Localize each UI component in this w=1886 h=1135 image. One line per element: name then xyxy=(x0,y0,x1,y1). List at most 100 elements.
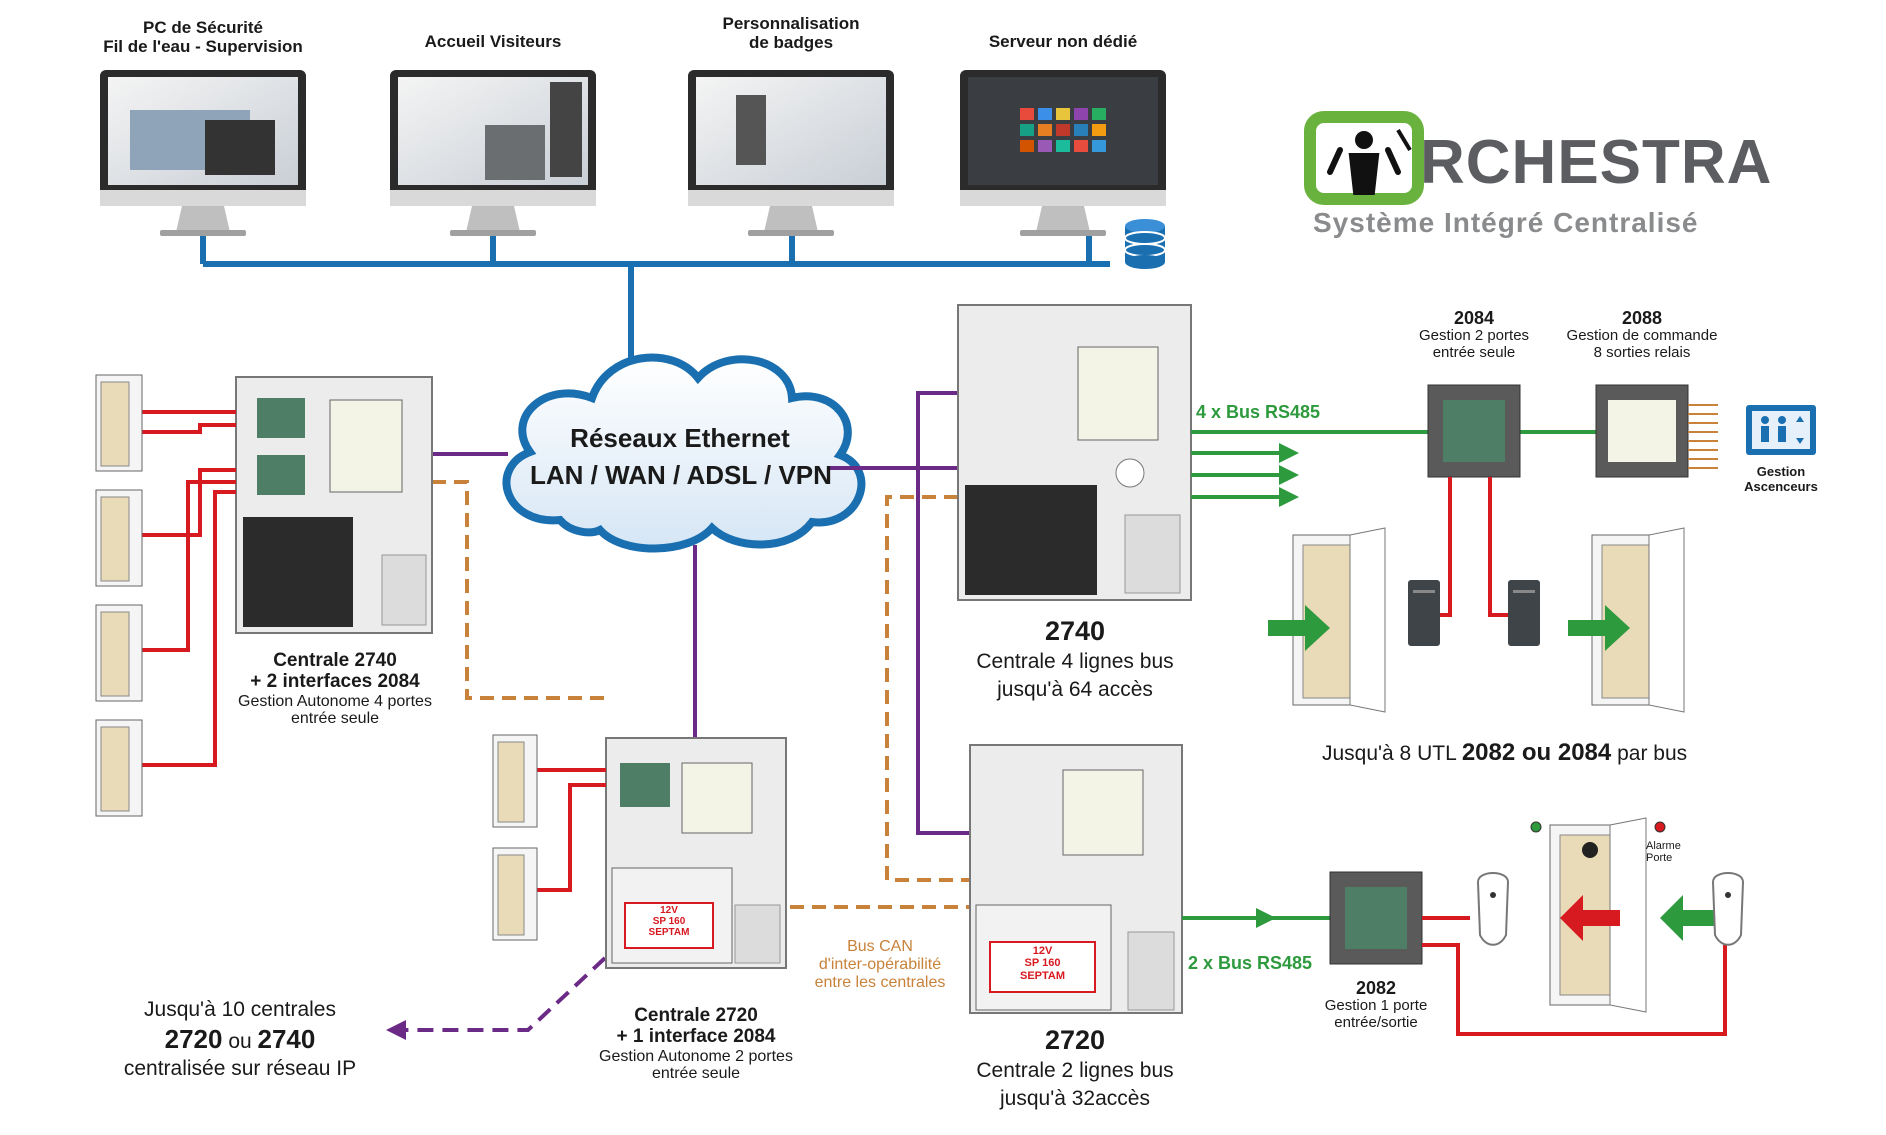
utl-mid: ou xyxy=(1515,739,1558,766)
centralized-mid: ou xyxy=(222,1029,258,1053)
ip-centralization-arrow xyxy=(386,956,607,1040)
proximity-reader-1 xyxy=(1476,872,1510,946)
card-reader-1 xyxy=(1408,580,1440,646)
module-2088-desc2: 8 sorties relais xyxy=(1593,343,1691,361)
red-door-wiring-left xyxy=(142,410,606,892)
bus-rs485-4-label: 4 x Bus RS485 xyxy=(1196,402,1321,422)
utl-caption: Jusqu'à 8 UTL 2082 ou 2084 par bus xyxy=(1322,739,1687,767)
central-2740-model: 2740 xyxy=(1044,616,1106,646)
centralized-model-1: 2720 xyxy=(164,1023,223,1054)
battery-right-line2: SP 160 xyxy=(1024,957,1061,970)
bus-can-line1: Bus CAN xyxy=(847,938,913,955)
module-2084 xyxy=(1427,384,1521,478)
central-2720-mid-title: Centrale 2720 xyxy=(634,1005,758,1026)
centralized-line3: centralisée sur réseau IP xyxy=(123,1056,357,1080)
proximity-reader-2 xyxy=(1711,872,1745,946)
red-exit-arrow xyxy=(1560,895,1620,941)
cabinet-2740 xyxy=(957,304,1192,601)
relay-output-arrows xyxy=(1688,404,1718,469)
module-2084-desc2: entrée seule xyxy=(1432,343,1516,361)
alarm-line1: Alarme xyxy=(1646,840,1681,852)
elevator-icon xyxy=(1746,405,1816,455)
central-2720-mid-subtitle: + 1 interface 2084 xyxy=(616,1026,776,1048)
battery-mid-line2: SP 160 xyxy=(652,916,686,928)
monitor-label-badges-line1: Personnalisation xyxy=(722,14,860,33)
central-2720-desc1: Centrale 2 lignes bus xyxy=(976,1059,1174,1083)
module-2082-model: 2082 xyxy=(1355,978,1397,998)
door-left-4 xyxy=(95,719,143,817)
cabinet-2720 xyxy=(969,744,1183,1014)
cabinet-2720-mid xyxy=(605,737,787,969)
door-mid-1 xyxy=(492,734,538,828)
green-entry-arrows xyxy=(1268,605,1720,941)
module-2082-label: 2082 Gestion 1 porte entrée/sortie xyxy=(1296,978,1456,1032)
monitor-label-badges: Personnalisation de badges xyxy=(680,14,902,52)
cloud-label-line2: LAN / WAN / ADSL / VPN xyxy=(530,460,832,491)
module-2088 xyxy=(1595,384,1689,478)
centralized-caption: Jusqu'à 10 centrales 2720 ou 2740 centra… xyxy=(100,998,380,1080)
module-2082 xyxy=(1329,871,1423,965)
central-left-desc2: entrée seule xyxy=(290,710,380,728)
monitor-label-serveur-line1: Serveur non dédié xyxy=(988,32,1138,51)
central-2740-desc2: jusqu'à 64 accès xyxy=(997,677,1153,701)
door-left-2 xyxy=(95,489,143,587)
centralized-model-2: 2740 xyxy=(257,1023,316,1054)
battery-right-brand: SEPTAM xyxy=(1019,969,1066,982)
elevator-line2: Ascenceurs xyxy=(1744,478,1818,494)
monitor-label-serveur: Serveur non dédié xyxy=(952,32,1174,51)
cloud-label-line1: Réseaux Ethernet xyxy=(570,423,790,453)
door-mid-2 xyxy=(492,847,538,941)
central-left-label: Centrale 2740 + 2 interfaces 2084 Gestio… xyxy=(214,650,456,728)
status-led-green xyxy=(1530,821,1542,833)
battery-right-line1: 12V xyxy=(1032,945,1053,957)
elevator-label: Gestion Ascenceurs xyxy=(1736,464,1826,494)
door-right-1 xyxy=(1292,527,1386,713)
module-2082-desc2: entrée/sortie xyxy=(1334,1013,1418,1031)
central-2740-label: 2740 Centrale 4 lignes bus jusqu'à 64 ac… xyxy=(950,616,1200,701)
logo-brand-text: RCHESTRA xyxy=(1420,128,1773,197)
bus-rs485-2-label: 2 x Bus RS485 xyxy=(1188,953,1313,973)
module-2082-desc1: Gestion 1 porte xyxy=(1324,997,1428,1015)
central-2720-label: 2720 Centrale 2 lignes bus jusqu'à 32acc… xyxy=(950,1025,1200,1110)
central-left-subtitle: + 2 interfaces 2084 xyxy=(250,671,420,693)
monitor-accueil-visiteurs xyxy=(390,70,596,236)
alarm-line2: Porte xyxy=(1646,852,1673,865)
cloud-label: Réseaux Ethernet LAN / WAN / ADSL / VPN xyxy=(530,423,832,491)
monitor-label-badges-line2: de badges xyxy=(748,33,834,53)
purple-network-lines xyxy=(433,391,970,835)
module-2084-desc1: Gestion 2 portes xyxy=(1418,327,1530,345)
cabinet-left-2740 xyxy=(235,376,433,634)
can-bus-lines xyxy=(432,480,970,909)
monitor-serveur xyxy=(960,70,1166,236)
orchestra-logo xyxy=(1304,111,1424,205)
door-left-3 xyxy=(95,604,143,702)
database-icon xyxy=(1124,219,1166,269)
monitor-label-pc-line2: Fil de l'eau - Supervision xyxy=(103,37,303,57)
alarm-label: Alarme Porte xyxy=(1646,840,1706,865)
central-2740-desc1: Centrale 4 lignes bus xyxy=(976,650,1174,674)
monitor-pc-securite xyxy=(100,70,306,236)
monitor-label-pc-securite: PC de Sécurité Fil de l'eau - Supervisio… xyxy=(92,18,314,56)
battery-label-right: 12V SP 160 SEPTAM xyxy=(990,945,1095,982)
utl-model-2: 2084 xyxy=(1557,739,1612,766)
monitor-label-accueil-line1: Accueil Visiteurs xyxy=(424,32,562,51)
monitor-personnalisation-badges xyxy=(688,70,894,236)
elevator-line1: Gestion xyxy=(1756,464,1806,479)
card-reader-2 xyxy=(1508,580,1540,646)
ethernet-cloud xyxy=(502,353,866,553)
bus-can-line3: entre les centrales xyxy=(814,973,946,991)
logo-tagline: Système Intégré Centralisé xyxy=(1313,207,1699,238)
centralized-line1: Jusqu'à 10 centrales xyxy=(144,998,336,1021)
module-2088-label: 2088 Gestion de commande 8 sorties relai… xyxy=(1552,308,1732,362)
central-2720-mid-desc2: entrée seule xyxy=(651,1065,741,1083)
central-2720-mid-label: Centrale 2720 + 1 interface 2084 Gestion… xyxy=(568,1005,824,1083)
status-led-red xyxy=(1654,821,1666,833)
module-2084-model: 2084 xyxy=(1453,308,1495,328)
bus-can-label: Bus CAN d'inter-opérabilité entre les ce… xyxy=(790,938,970,992)
utl-prefix: Jusqu'à 8 UTL xyxy=(1322,742,1462,765)
rs485-bus-lines xyxy=(1182,430,1596,928)
battery-mid-brand: SEPTAM xyxy=(648,927,690,939)
battery-mid-line1: 12V xyxy=(660,905,678,916)
